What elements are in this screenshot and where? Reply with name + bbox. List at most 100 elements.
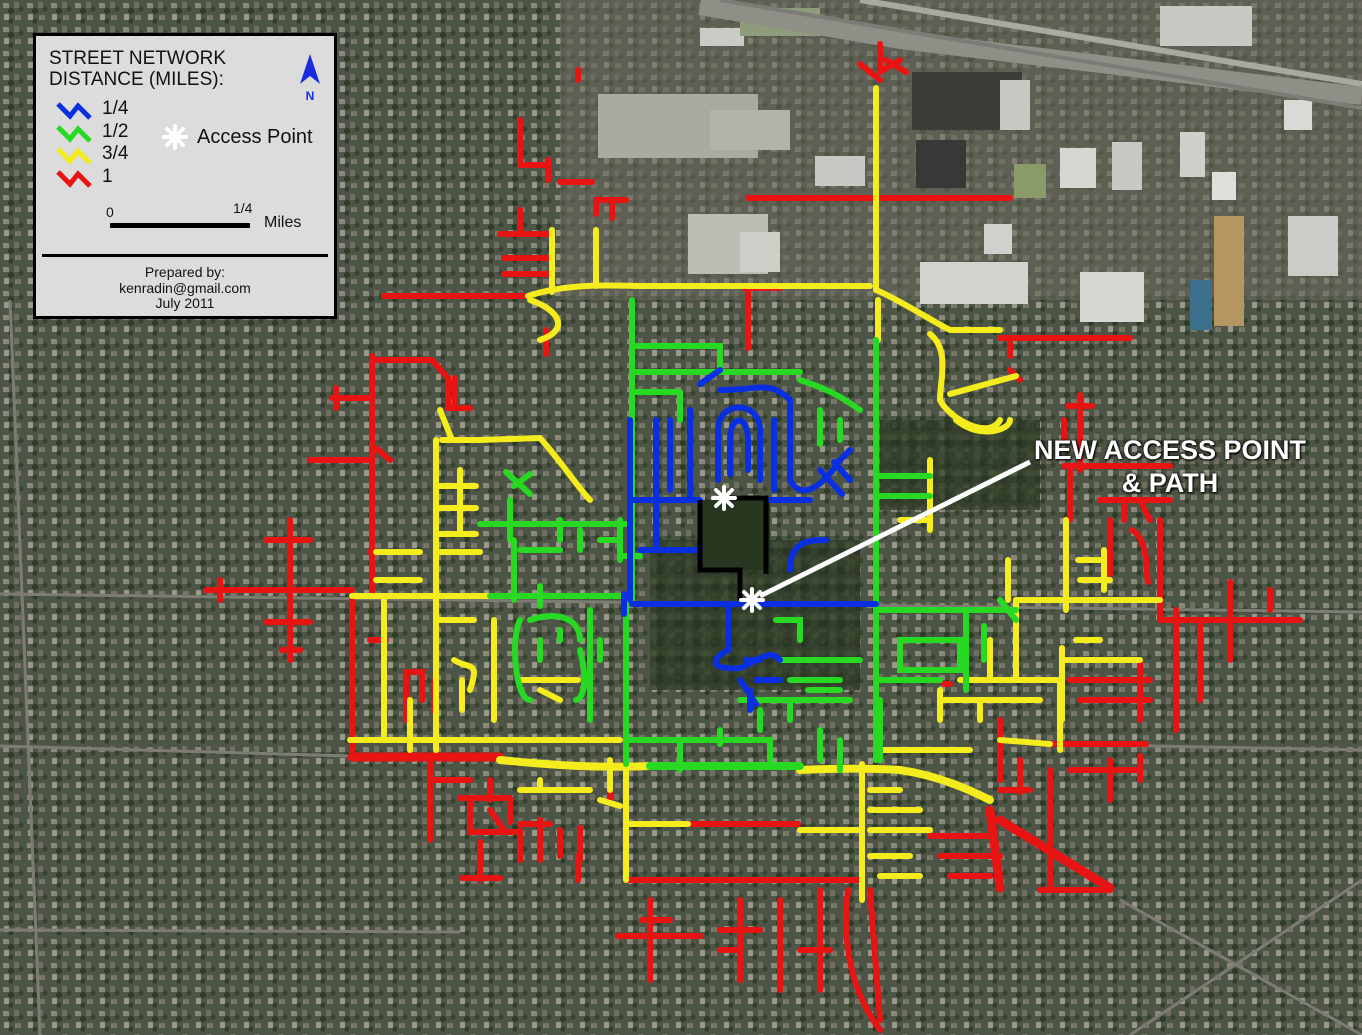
street-segment: [927, 833, 1003, 879]
street-segment: [897, 637, 963, 673]
zigzag-red-icon: [56, 170, 92, 188]
street-segment: [773, 617, 803, 643]
street-segment: [433, 467, 479, 537]
street-segment: [263, 517, 313, 663]
scale-unit: Miles: [264, 214, 302, 231]
street-segment: [497, 207, 553, 277]
highway: [698, 0, 1362, 110]
street-segment: [787, 427, 853, 497]
street-segment: [403, 669, 425, 723]
street-segment: [496, 756, 654, 771]
street-segment: [512, 613, 588, 703]
street-segment: [1059, 637, 1143, 723]
street-segment: [653, 417, 673, 553]
street-segment: [997, 597, 1019, 623]
network-1-4-mile: [621, 367, 879, 713]
street-segment: [1037, 767, 1113, 893]
street-segment: [491, 617, 581, 723]
street-segment: [1157, 579, 1303, 703]
street-segment: [369, 353, 473, 599]
street-segment: [597, 757, 623, 809]
zigzag-green-icon: [56, 125, 92, 143]
north-label: N: [305, 89, 315, 103]
street-segment: [373, 549, 483, 583]
network-1-2-mile: [477, 297, 1019, 773]
street-segment: [549, 227, 599, 295]
map-legend: STREET NETWORK DISTANCE (MILES): N 1/4 1…: [33, 33, 337, 319]
street-segment: [857, 41, 903, 83]
legend-title-line1: STREET NETWORK: [49, 48, 226, 69]
street-segment: [843, 887, 883, 1033]
street-segment: [427, 754, 513, 843]
street-segment: [1063, 517, 1113, 613]
street-segment: [873, 287, 1003, 333]
prepared-by: Prepared by:: [144, 264, 226, 280]
callout-pointer-line: [758, 459, 1032, 599]
park-block: [700, 500, 770, 570]
access-point-marker: [711, 485, 737, 511]
north-arrow-icon: [300, 54, 320, 84]
legend-label: 1/2: [102, 121, 129, 142]
legend-access-label: Access Point: [197, 126, 313, 148]
new-access-path: [697, 495, 769, 600]
street-segment: [381, 597, 477, 743]
legend-label: 1: [102, 166, 113, 187]
legend-label: 1/4: [102, 98, 129, 119]
street-segment: [557, 517, 623, 563]
street-segment: [997, 737, 1053, 747]
scale-bar: [110, 223, 250, 228]
street-segment: [517, 117, 551, 183]
street-segment: [587, 607, 603, 723]
street-segment: [747, 677, 783, 713]
zigzag-blue-icon: [56, 102, 92, 120]
prepared-date: July 2011: [155, 295, 215, 311]
street-segment: [717, 897, 763, 983]
scale-start: 0: [106, 204, 114, 220]
street-segment: [517, 777, 593, 793]
street-segment: [927, 331, 1019, 435]
legend-title: STREET NETWORK DISTANCE (MILES):: [49, 48, 226, 90]
street-segment: [1067, 657, 1153, 723]
network-3-4-mile: [347, 85, 1163, 903]
new-access-callout: NEW ACCESS POINT & PATH: [980, 434, 1360, 500]
street-segment: [796, 764, 994, 804]
street-segment: [307, 385, 393, 463]
street-segment: [1061, 392, 1095, 473]
street-segment: [777, 657, 863, 683]
street-segment: [883, 57, 909, 75]
street-segment: [1061, 463, 1173, 523]
street-segment: [437, 407, 593, 503]
street-segment: [867, 787, 933, 879]
street-segment: [797, 377, 863, 447]
street-segment: [687, 367, 723, 503]
street-segment: [503, 469, 563, 603]
street-segment: [527, 297, 562, 343]
street-segment: [963, 607, 987, 693]
author-email: kenradin@gmail.com: [119, 280, 251, 296]
legend-label: 3/4: [102, 143, 129, 164]
street-segment: [777, 887, 833, 993]
street-segment: [1047, 741, 1149, 803]
callout-line1: NEW ACCESS POINT: [1033, 435, 1307, 465]
street-segment: [715, 404, 763, 483]
zigzag-yellow-icon: [56, 147, 92, 165]
street-segment: [557, 179, 629, 221]
asterisk-icon: [162, 124, 188, 150]
street-segment: [487, 583, 623, 609]
new-access-point-marker: [739, 587, 765, 613]
north-arrow: N: [298, 54, 322, 103]
legend-title-line2: DISTANCE (MILES):: [49, 69, 224, 90]
street-segment: [451, 657, 477, 713]
street-segment: [1107, 517, 1151, 585]
legend-divider: [42, 254, 328, 257]
callout-line2: & PATH: [1121, 468, 1219, 498]
street-segment: [997, 757, 1033, 795]
street-segment: [985, 805, 1115, 893]
street-segment: [873, 473, 933, 499]
street-segment: [737, 687, 853, 773]
street-segment: [615, 897, 703, 983]
scale-end: 1/4: [233, 200, 253, 216]
street-segment: [459, 827, 523, 883]
street-segment: [717, 384, 793, 493]
